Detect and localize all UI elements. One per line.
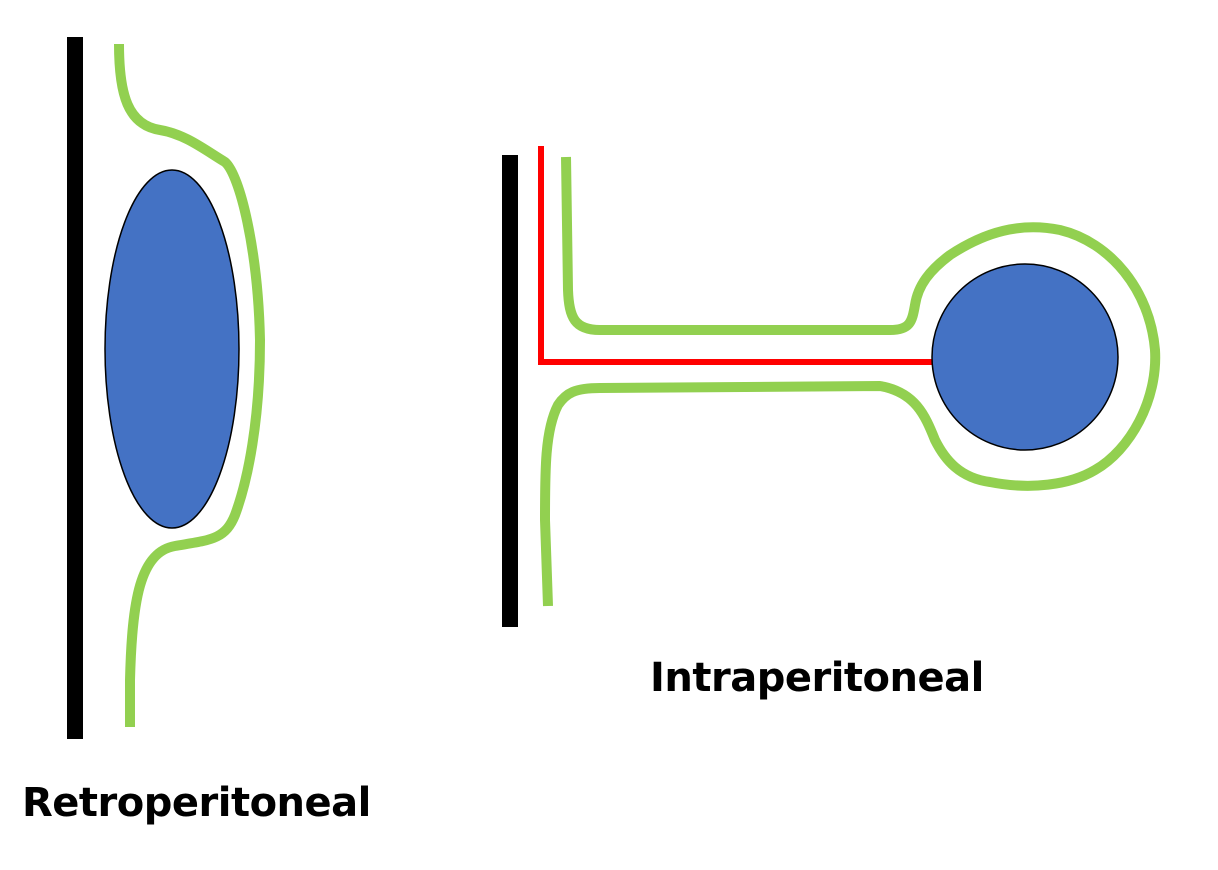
intraperitoneal-label: Intraperitoneal (650, 655, 984, 701)
mesentery-vessel (538, 146, 935, 365)
retroperitoneal-organ (104, 169, 240, 529)
retroperitoneal-peritoneum (114, 43, 265, 727)
intraperitoneal-panel (502, 146, 1161, 627)
intraperitoneal-organ (931, 263, 1119, 451)
retroperitoneal-posterior-wall (67, 37, 83, 739)
retroperitoneal-panel (67, 37, 265, 739)
intraperitoneal-peritoneum-upper (540, 156, 1161, 607)
retroperitoneal-label: Retroperitoneal (22, 780, 371, 826)
intraperitoneal-posterior-wall (502, 155, 518, 627)
